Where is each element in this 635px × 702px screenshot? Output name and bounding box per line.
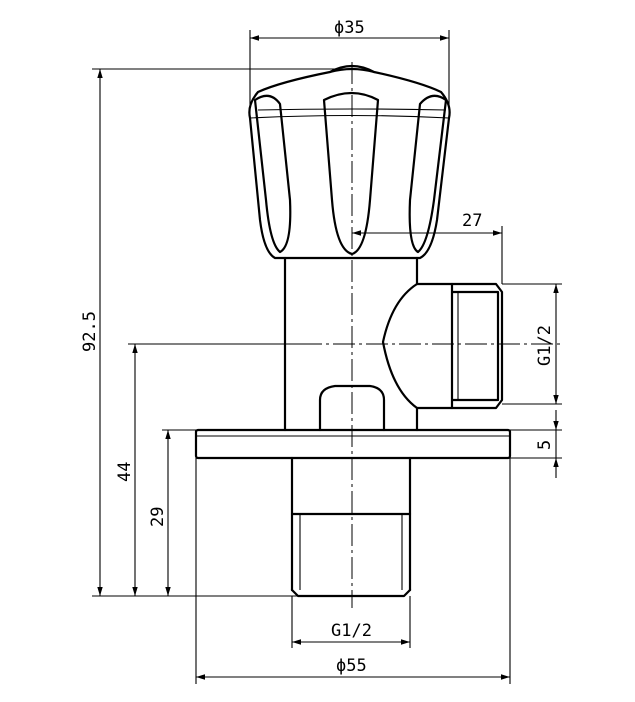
dim-outlet-height: 44 <box>115 343 300 596</box>
inlet-thread-label: G1/2 <box>331 621 372 641</box>
dim-flange-height: 29 <box>148 429 196 596</box>
outlet-offset-label: 27 <box>462 211 482 231</box>
flange-thickness-label: 5 <box>535 440 555 450</box>
dim-inlet-thread: G1/2 <box>291 596 411 648</box>
flange <box>194 428 512 460</box>
outlet-thread-label: G1/2 <box>535 325 555 366</box>
valve-body <box>194 62 560 608</box>
outlet-height-label: 44 <box>115 462 135 482</box>
handle-knob <box>248 64 451 260</box>
dim-flange-diameter: ϕ55 <box>195 458 511 684</box>
flange-diameter-label: ϕ55 <box>336 656 367 676</box>
dim-total-height: 92.5 <box>80 68 340 597</box>
outlet-port <box>381 282 504 410</box>
dim-knob-diameter: ϕ35 <box>249 18 450 118</box>
dim-outlet-offset: 27 <box>352 211 503 284</box>
inlet-thread <box>290 456 412 598</box>
total-height-label: 92.5 <box>80 311 100 352</box>
dim-outlet-thread: G1/2 <box>502 283 562 405</box>
dim-flange-thickness: 5 <box>510 410 562 478</box>
knob-diameter-label: ϕ35 <box>334 18 365 38</box>
flange-height-label: 29 <box>148 507 168 527</box>
